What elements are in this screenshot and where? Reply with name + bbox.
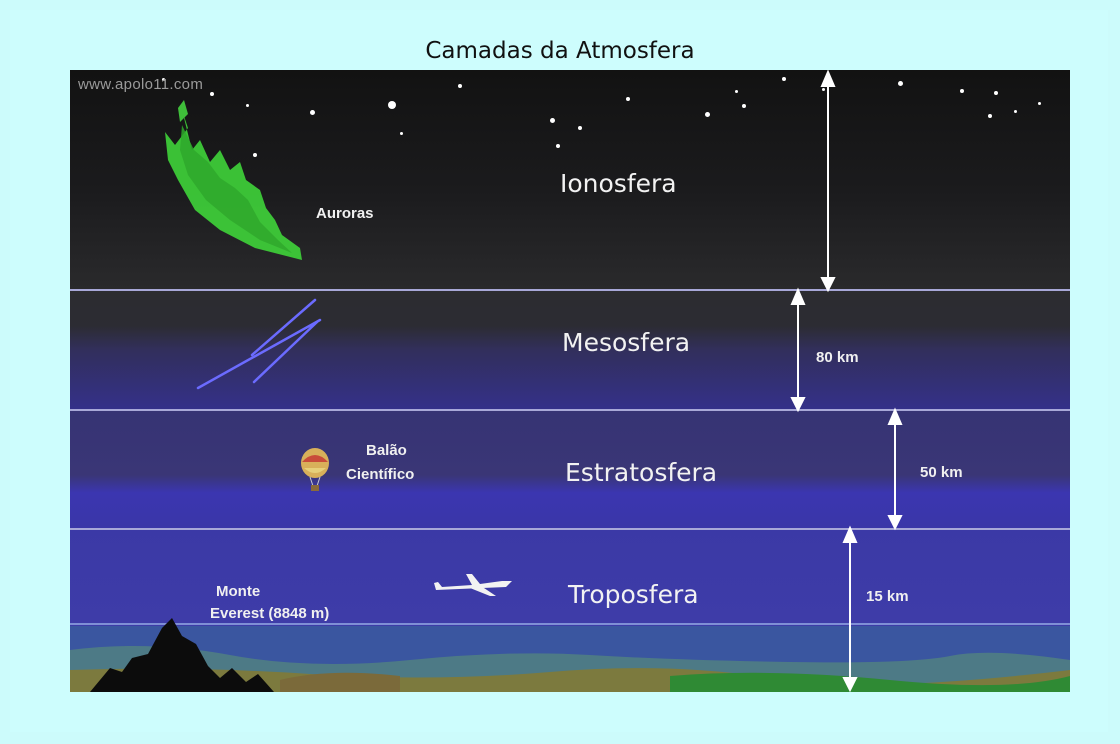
auroras-label: Auroras — [316, 205, 374, 222]
everest-height-line — [70, 623, 1070, 625]
ground-terrain — [70, 626, 1070, 692]
airplane-icon — [434, 574, 512, 596]
mesosphere-label: Mesosfera — [562, 328, 691, 357]
mesosphere-layer — [70, 290, 1070, 410]
ionosphere-extent-arrow — [820, 70, 836, 293]
balloon-label-line1: Balão — [366, 442, 407, 459]
everest-label-line2: Everest (8848 m) — [210, 605, 330, 622]
stratosphere-label: Estratosfera — [565, 458, 718, 487]
stratosphere-layer — [70, 410, 1070, 528]
aurora-icon — [165, 100, 302, 260]
altitude-80km-label: 80 km — [816, 349, 859, 366]
atmosphere-diagram: www.apolo11.com Ionosfera Mesosfera Estr… — [70, 70, 1070, 692]
altitude-50km-label: 50 km — [920, 464, 963, 481]
ionosphere-label: Ionosfera — [560, 169, 677, 198]
meteor-trails-icon — [196, 298, 322, 390]
stratosphere-50km-arrow — [887, 407, 903, 531]
everest-label-line1: Monte — [216, 583, 261, 600]
mount-everest-icon — [90, 618, 274, 692]
balloon-icon — [301, 448, 329, 491]
altitude-arrows — [790, 70, 903, 692]
stratosphere-troposphere-boundary — [70, 528, 1070, 530]
watermark: www.apolo11.com — [78, 76, 204, 93]
altitude-15km-label: 15 km — [866, 588, 909, 605]
diagram-title: Camadas da Atmosfera — [425, 38, 695, 64]
diagram-graphics — [70, 70, 1070, 692]
ionosphere-mesosphere-boundary — [70, 289, 1070, 291]
balloon-label-line2: Científico — [346, 466, 415, 483]
troposphere-label: Troposfera — [568, 580, 699, 609]
mesosphere-stratosphere-boundary — [70, 409, 1070, 411]
troposphere-15km-arrow — [842, 525, 858, 692]
mesosphere-80km-arrow — [790, 287, 806, 413]
